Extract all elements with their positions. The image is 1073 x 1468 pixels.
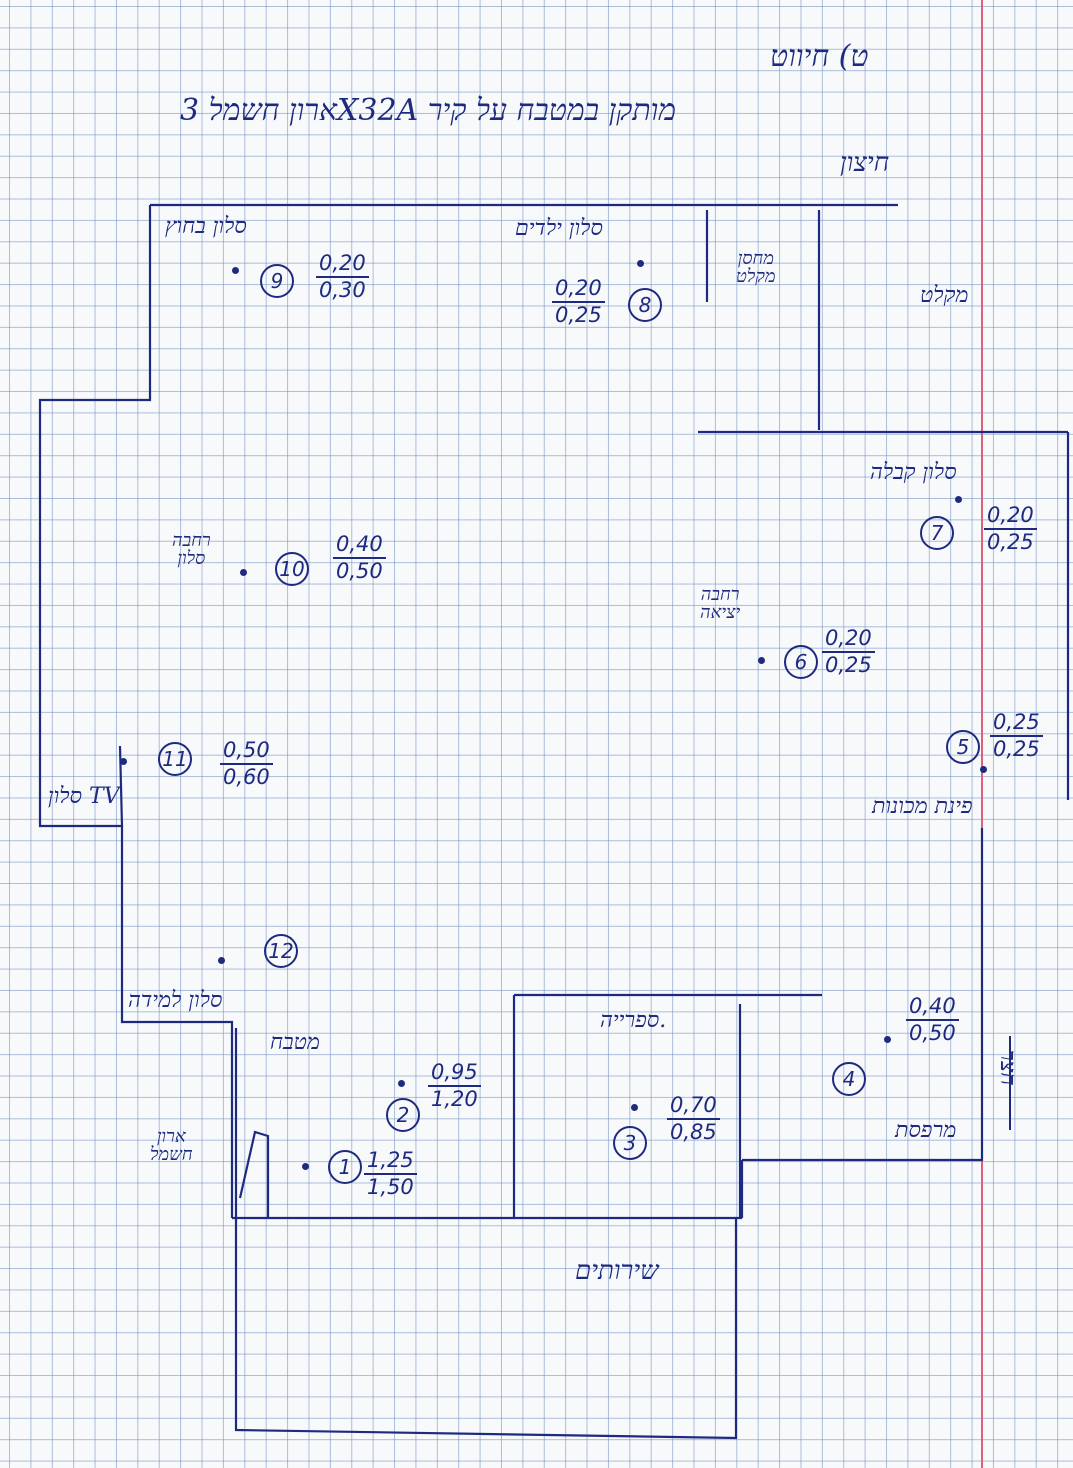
fraction-denominator: 0,50 xyxy=(336,559,383,583)
fraction-numerator: 0,20 xyxy=(552,278,605,303)
point-dot-8 xyxy=(637,260,644,267)
point-number-8: 8 xyxy=(628,288,662,322)
point-dot-12 xyxy=(218,957,225,964)
point-number-12: 12 xyxy=(264,934,298,968)
room-label-services: שירותים xyxy=(575,1256,659,1286)
fraction-denominator: 0,85 xyxy=(670,1120,717,1144)
service-room xyxy=(512,993,822,1218)
outer-wall-left xyxy=(38,203,898,1218)
point-fraction-3: 0,70 0,85 xyxy=(667,1095,720,1143)
point-dot-7 xyxy=(955,496,962,503)
wall-lines xyxy=(38,203,1070,1440)
room-label-dining-side: סלון למידה xyxy=(128,988,223,1013)
kitchen-cabinet xyxy=(234,1028,270,1218)
point-dot-1 xyxy=(302,1163,309,1170)
point-dot-3 xyxy=(631,1104,638,1111)
room-label-tv: סלון TV xyxy=(48,784,120,809)
room-label-bedroom: סלון בחוץ xyxy=(165,214,247,239)
header-line-1: ט) חיווט xyxy=(770,39,869,74)
fraction-numerator: 0,40 xyxy=(333,534,386,559)
wall-right-upper xyxy=(698,430,1070,800)
fraction-numerator: 0,95 xyxy=(428,1062,481,1087)
point-dot-2 xyxy=(398,1080,405,1087)
fraction-numerator: 0,20 xyxy=(316,253,369,278)
room-label-yard: חצר xyxy=(995,1050,1020,1086)
point-fraction-11: 0,50 0,60 xyxy=(220,740,273,788)
point-fraction-8: 0,20 0,25 xyxy=(552,278,605,326)
point-number-4: 4 xyxy=(832,1062,866,1096)
point-dot-11 xyxy=(120,758,127,765)
point-number-6: 6 xyxy=(784,645,818,679)
fraction-numerator: 1,25 xyxy=(364,1150,417,1175)
room-label-dining: רחבה סלון xyxy=(172,530,211,569)
fraction-denominator: 0,30 xyxy=(319,278,366,302)
point-fraction-7: 0,20 0,25 xyxy=(984,505,1037,553)
fraction-denominator: 0,25 xyxy=(555,303,602,327)
fraction-denominator: 0,60 xyxy=(223,765,270,789)
room-label-storage: מחסן מקלט xyxy=(736,248,776,287)
fraction-denominator: 0,25 xyxy=(825,653,872,677)
room-label-entrance: רחבה יציאה xyxy=(700,584,741,623)
point-fraction-10: 0,40 0,50 xyxy=(333,534,386,582)
room-label-guest: סלון קבלה xyxy=(870,460,957,485)
point-number-9: 9 xyxy=(260,264,294,298)
fraction-denominator: 0,25 xyxy=(993,737,1040,761)
fraction-numerator: 0,20 xyxy=(984,505,1037,530)
room-label-electric-cabinet: ארון חשמל xyxy=(150,1126,193,1165)
room-label-service: ספרייה. xyxy=(600,1008,667,1033)
room-label-childrens: סלון ילדים xyxy=(515,216,603,241)
room-label-shelter: מקלט xyxy=(920,283,969,308)
bottom-extension xyxy=(234,1218,738,1440)
fraction-numerator: 0,25 xyxy=(990,712,1043,737)
fraction-numerator: 0,40 xyxy=(906,996,959,1021)
point-number-2: 2 xyxy=(386,1098,420,1132)
point-fraction-2: 0,95 1,20 xyxy=(428,1062,481,1110)
fraction-denominator: 0,25 xyxy=(987,530,1034,554)
point-dot-6 xyxy=(758,657,765,664)
fraction-denominator: 1,50 xyxy=(367,1175,414,1199)
point-number-7: 7 xyxy=(920,516,954,550)
point-number-1: 1 xyxy=(328,1150,362,1184)
point-number-10: 10 xyxy=(275,552,309,586)
room-label-kitchen: מטבח xyxy=(270,1030,320,1055)
point-dot-4 xyxy=(884,1036,891,1043)
point-dot-10 xyxy=(240,569,247,576)
header-line-2: ארון חשמל 3X32A מותקן במטבח על קיר xyxy=(180,93,677,128)
point-number-3: 3 xyxy=(613,1126,647,1160)
fraction-numerator: 0,70 xyxy=(667,1095,720,1120)
point-number-11: 11 xyxy=(158,742,192,776)
wall-bottom-lower xyxy=(232,828,984,1220)
header-line-3: חיצון xyxy=(840,148,890,178)
point-dot-5 xyxy=(980,766,987,773)
point-dot-9 xyxy=(232,267,239,274)
point-fraction-1: 1,25 1,50 xyxy=(364,1150,417,1198)
fraction-denominator: 1,20 xyxy=(431,1087,478,1111)
point-fraction-5: 0,25 0,25 xyxy=(990,712,1043,760)
inner-partition-shelter xyxy=(705,210,821,430)
room-label-balcony: מרפסת xyxy=(895,1118,957,1143)
point-fraction-6: 0,20 0,25 xyxy=(822,628,875,676)
fraction-denominator: 0,50 xyxy=(909,1021,956,1045)
point-fraction-4: 0,40 0,50 xyxy=(906,996,959,1044)
point-fraction-9: 0,20 0,30 xyxy=(316,253,369,301)
fraction-numerator: 0,50 xyxy=(220,740,273,765)
fraction-numerator: 0,20 xyxy=(822,628,875,653)
room-label-kitchen-corner: פינת מכונות xyxy=(872,794,973,819)
point-number-5: 5 xyxy=(946,730,980,764)
